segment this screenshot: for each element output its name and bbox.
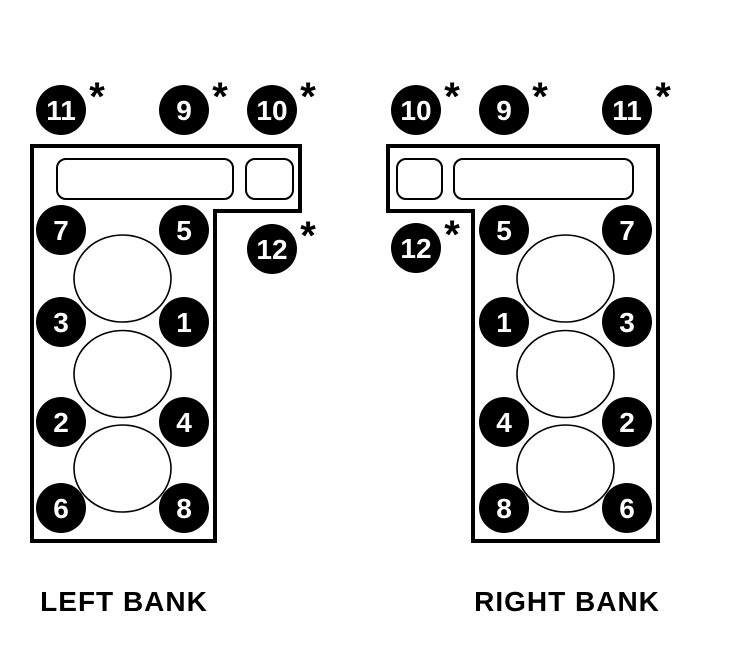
bolt-number: 5 — [176, 215, 192, 246]
star-mark: * — [212, 75, 228, 119]
right-bank-bolt-6: 6 — [602, 483, 652, 533]
bolt-circle — [159, 205, 209, 255]
left-bank-bolt-5: 5 — [159, 205, 209, 255]
right-bank-bolt-9: 9* — [479, 75, 548, 135]
bolt-circle — [479, 85, 529, 135]
right-bank-bolt-7: 7 — [602, 205, 652, 255]
bolt-circle — [159, 483, 209, 533]
bolt-number: 11 — [612, 95, 642, 126]
bolt-number: 11 — [46, 95, 76, 126]
bolt-number: 8 — [496, 493, 512, 524]
bolt-number: 8 — [176, 493, 192, 524]
left-bank-bolt-9: 9* — [159, 75, 228, 135]
right-bank-cylinder-bore-2 — [516, 329, 615, 419]
bolt-number: 2 — [619, 407, 635, 438]
bolt-circle — [602, 85, 652, 135]
left-bank-cylinder-bore-2 — [73, 329, 172, 419]
right-bank-cylinder-bore-3 — [516, 424, 615, 513]
right-bank-cylinder-bore-1 — [516, 234, 615, 323]
left-bank-bolt-2: 2 — [36, 397, 86, 447]
bolt-number: 7 — [619, 215, 635, 246]
bolt-circle — [247, 224, 297, 274]
bolt-circle — [602, 397, 652, 447]
bolt-number: 4 — [496, 407, 512, 438]
right-bank-gasket-slot-1 — [396, 158, 443, 200]
bolt-circle — [602, 297, 652, 347]
star-mark: * — [300, 214, 316, 258]
bolt-number: 7 — [53, 215, 69, 246]
bolt-circle — [36, 297, 86, 347]
right-bank-label: RIGHT BANK — [474, 586, 660, 617]
left-bank-bolt-7: 7 — [36, 205, 86, 255]
bolt-number: 9 — [176, 95, 192, 126]
left-bank-label: LEFT BANK — [40, 586, 208, 617]
bolt-circle — [159, 397, 209, 447]
left-bank-bolt-3: 3 — [36, 297, 86, 347]
left-bank-bolt-10: 10 * — [247, 75, 316, 135]
bolt-circle — [479, 297, 529, 347]
bolt-circle — [479, 483, 529, 533]
right-bank-bolt-1: 1 — [479, 297, 529, 347]
bolt-number: 9 — [496, 95, 512, 126]
star-mark: * — [89, 75, 105, 119]
right-bank-bolt-4: 4 — [479, 397, 529, 447]
bolt-number: 2 — [53, 407, 69, 438]
bolt-number: 3 — [53, 307, 69, 338]
left-bank-bolt-8: 8 — [159, 483, 209, 533]
bolt-circle — [602, 483, 652, 533]
bolt-circle — [159, 297, 209, 347]
bolt-number: 5 — [496, 215, 512, 246]
bolt-circle — [36, 205, 86, 255]
bolt-number: 12 — [256, 234, 287, 265]
right-bank-outline — [386, 144, 660, 543]
right-bank-bolt-3: 3 — [602, 297, 652, 347]
bolt-circle — [391, 223, 441, 273]
bolt-number: 6 — [53, 493, 69, 524]
right-bank-bolt-12: 12 * — [391, 213, 460, 273]
bolt-number: 4 — [176, 407, 192, 438]
left-bank-gasket-slot-2 — [245, 158, 294, 200]
bolt-number: 12 — [400, 233, 431, 264]
left-bank-bolt-4: 4 — [159, 397, 209, 447]
bolt-circle — [391, 85, 441, 135]
bolt-circle — [36, 397, 86, 447]
star-mark: * — [444, 213, 460, 257]
left-bank-cylinder-bore-1 — [73, 234, 172, 323]
bolt-number: 10 — [400, 95, 431, 126]
bolt-number: 1 — [496, 307, 512, 338]
left-bank-bolt-11: 11 * — [36, 75, 105, 135]
right-bank-bolt-11: 11 * — [602, 75, 671, 135]
star-mark: * — [444, 75, 460, 119]
left-bank-bolt-12: 12 * — [247, 214, 316, 274]
bolt-circle — [159, 85, 209, 135]
bolt-number: 3 — [619, 307, 635, 338]
right-bank-bolt-10: 10 * — [391, 75, 460, 135]
bolt-circle — [602, 205, 652, 255]
right-bank-bolt-8: 8 — [479, 483, 529, 533]
bolt-number: 10 — [256, 95, 287, 126]
star-mark: * — [532, 75, 548, 119]
left-bank-outline — [30, 144, 302, 543]
right-bank-bolt-5: 5 — [479, 205, 529, 255]
bolt-number: 6 — [619, 493, 635, 524]
bolt-circle — [36, 483, 86, 533]
left-bank-cylinder-bore-3 — [73, 424, 172, 513]
bolt-number: 1 — [176, 307, 192, 338]
bolt-circle — [247, 85, 297, 135]
right-bank-bolt-2: 2 — [602, 397, 652, 447]
star-mark: * — [655, 75, 671, 119]
left-bank-bolt-6: 6 — [36, 483, 86, 533]
right-bank-gasket-slot-2 — [453, 158, 634, 200]
bolt-circle — [479, 397, 529, 447]
bolt-circle — [36, 85, 86, 135]
left-bank-bolt-1: 1 — [159, 297, 209, 347]
bolt-circle — [479, 205, 529, 255]
left-bank-gasket-slot-1 — [56, 158, 234, 200]
star-mark: * — [300, 75, 316, 119]
